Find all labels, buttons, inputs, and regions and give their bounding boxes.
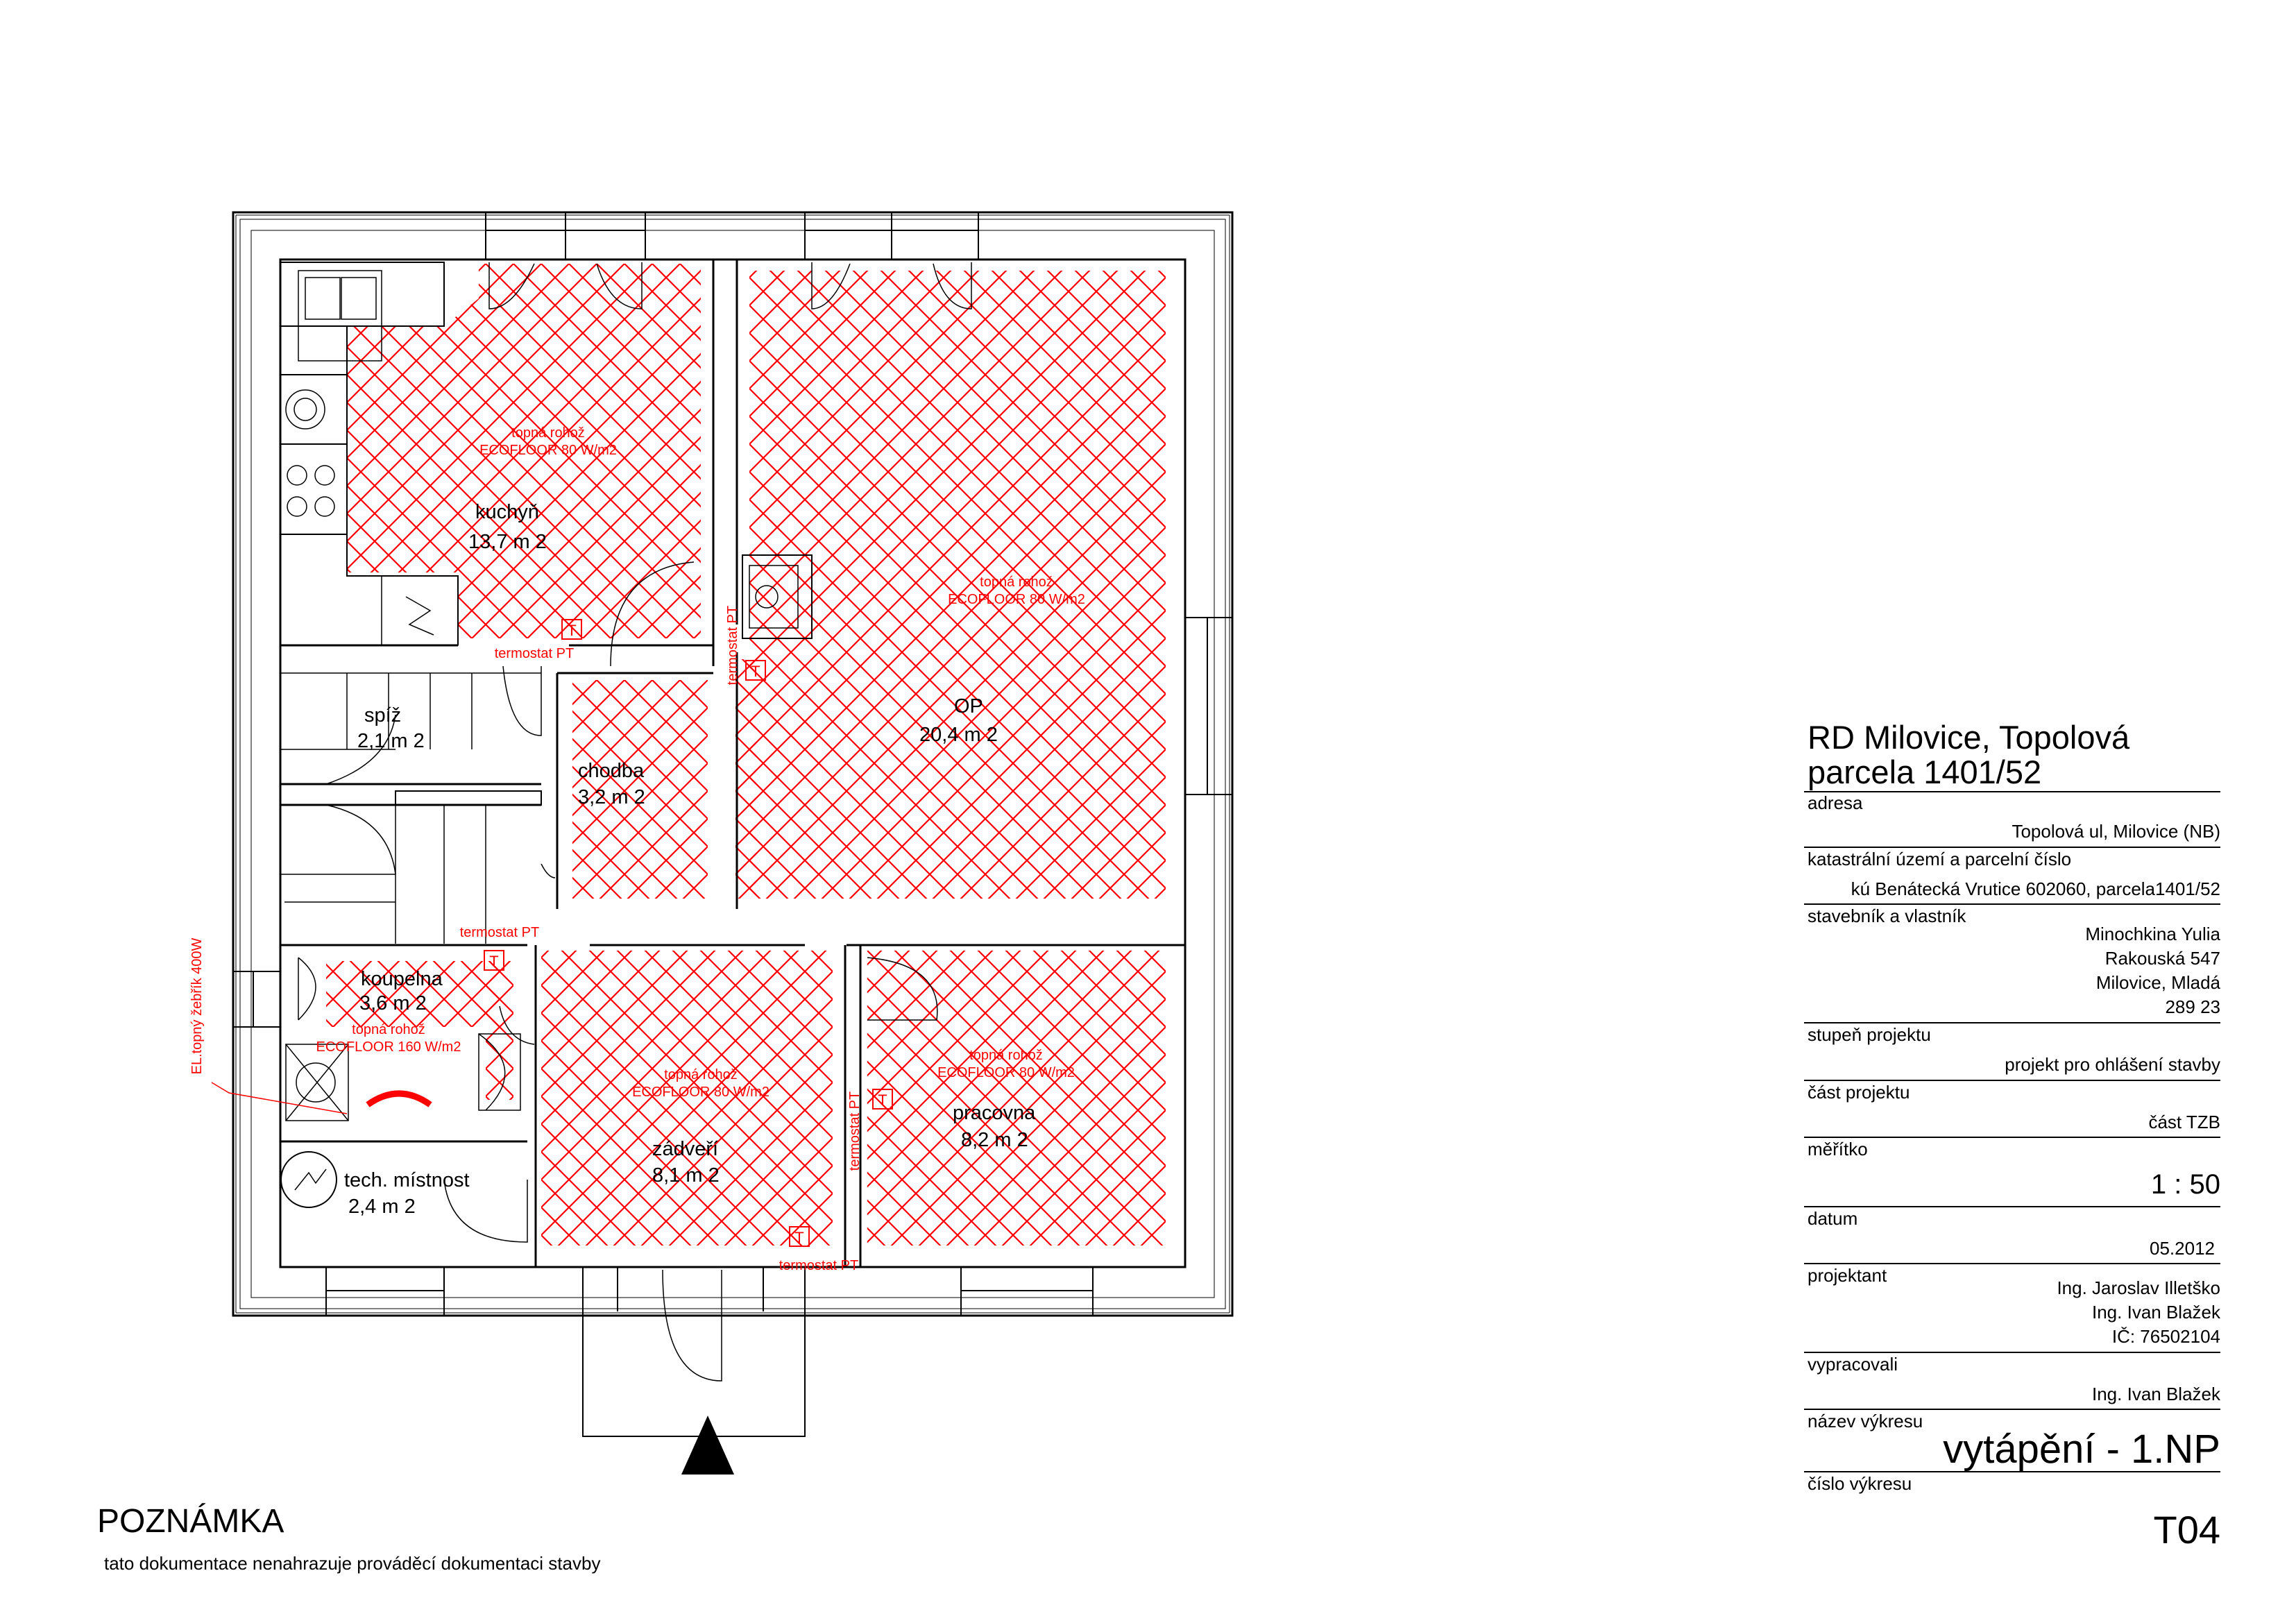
heating-mats bbox=[326, 264, 1166, 1246]
owner-label: stavebník a vlastník bbox=[1808, 906, 1966, 926]
designer-line1: Ing. Jaroslav Illetško bbox=[2057, 1277, 2220, 1298]
scale-value: 1 : 50 bbox=[2150, 1169, 2220, 1200]
room-name-zadveri: zádveří bbox=[652, 1138, 718, 1160]
title-block: RD Milovice, Topolová parcela 1401/52 ad… bbox=[1804, 708, 2220, 1575]
heating-mat-op-nook bbox=[735, 659, 756, 899]
designer-line2: Ing. Ivan Blažek bbox=[2092, 1302, 2220, 1323]
project-title: RD Milovice, Topolová bbox=[1808, 719, 2130, 756]
designer-line3: IČ: 76502104 bbox=[2111, 1326, 2220, 1347]
note-text: tato dokumentace nenahrazuje prováděcí d… bbox=[104, 1553, 601, 1574]
thermostat-symbol: T bbox=[489, 953, 498, 970]
thermostat-symbol: T bbox=[751, 663, 760, 680]
mat-spec-op: ECOFLOOR 80 W/m2 bbox=[948, 592, 1085, 607]
walls bbox=[232, 211, 1234, 1475]
room-name-kuchyn: kuchyň bbox=[475, 501, 539, 523]
room-name-koupelna: koupelna bbox=[361, 968, 443, 990]
prepared-label: vypracovali bbox=[1808, 1354, 1898, 1375]
kataster-label: katastrální území a parcelní číslo bbox=[1808, 849, 2072, 869]
room-area-spiz: 2,1 m 2 bbox=[357, 730, 425, 752]
prepared-value: Ing. Ivan Blažek bbox=[2092, 1384, 2220, 1404]
drawing-number-label: číslo výkresu bbox=[1808, 1473, 1912, 1494]
mat-spec-kuchyn: ECOFLOOR 80 W/m2 bbox=[479, 443, 617, 458]
heating-mat-kuchyn bbox=[347, 264, 701, 638]
heating-mat-koupelna-side bbox=[486, 961, 513, 1100]
date-label: datum bbox=[1808, 1208, 1858, 1229]
thermostat-label: termostat PT bbox=[460, 925, 539, 940]
room-name-spiz: spíž bbox=[364, 704, 401, 726]
mat-label-op: topná rohož bbox=[980, 575, 1053, 590]
heating-mat-zadveri bbox=[541, 951, 833, 1246]
stage-label: stupeň projektu bbox=[1808, 1024, 1931, 1045]
room-area-zadveri: 8,1 m 2 bbox=[652, 1164, 720, 1187]
thermostat-icon bbox=[872, 1089, 893, 1110]
project-parcel: parcela 1401/52 bbox=[1808, 754, 2042, 790]
thermostat-icon bbox=[745, 660, 766, 681]
room-name-chodba: chodba bbox=[578, 760, 645, 782]
thermostat-icon bbox=[561, 619, 582, 640]
mat-label-kuchyn: topná rohož bbox=[511, 425, 585, 441]
room-area-koupelna: 3,6 m 2 bbox=[359, 992, 427, 1014]
date-value: 05.2012 bbox=[2150, 1238, 2215, 1259]
room-name-op: OP bbox=[954, 695, 983, 717]
mat-spec-koupelna: ECOFLOOR 160 W/m2 bbox=[316, 1039, 461, 1055]
mat-label-zadveri: topná rohož bbox=[664, 1067, 738, 1082]
part-value: část TZB bbox=[2148, 1112, 2220, 1132]
room-area-tech: 2,4 m 2 bbox=[348, 1196, 416, 1218]
owner-line2: Rakouská 547 bbox=[2104, 948, 2220, 969]
adresa-label: adresa bbox=[1808, 792, 1863, 813]
stage-value: projekt pro ohlášení stavby bbox=[2005, 1054, 2220, 1075]
ladder-heater-label: EL.topný žebřík 400W bbox=[189, 938, 205, 1075]
room-name-tech: tech. místnost bbox=[344, 1169, 470, 1191]
room-area-op: 20,4 m 2 bbox=[919, 724, 998, 746]
part-label: část projektu bbox=[1808, 1082, 1910, 1103]
mat-spec-zadveri: ECOFLOOR 80 W/m2 bbox=[632, 1085, 769, 1100]
owner-line3: Milovice, Mladá bbox=[2095, 972, 2220, 993]
drawing-name-value: vytápění - 1.NP bbox=[1943, 1427, 2220, 1472]
kataster-value: kú Benátecká Vrutice 602060, parcela1401… bbox=[1851, 878, 2220, 899]
thermostat-label: termostat PT bbox=[779, 1258, 858, 1273]
heating-mat-op bbox=[749, 271, 1166, 899]
thermostat-label: termostat PT bbox=[495, 646, 574, 661]
thermostat-label-vertical: termostat PT bbox=[725, 606, 740, 685]
mat-spec-pracovna: ECOFLOOR 80 W/m2 bbox=[937, 1065, 1075, 1080]
room-name-pracovna: pracovna bbox=[953, 1102, 1036, 1124]
heating-mat-pracovna bbox=[867, 951, 1166, 1246]
drawing-name-label: název výkresu bbox=[1808, 1411, 1923, 1431]
thermostat-icon bbox=[484, 950, 504, 971]
note-title: POZNÁMKA bbox=[97, 1503, 284, 1540]
ladder-heater bbox=[211, 1082, 432, 1114]
mat-label-koupelna: topná rohož bbox=[352, 1022, 425, 1037]
room-area-pracovna: 8,2 m 2 bbox=[961, 1129, 1028, 1151]
drawing-number-value: T04 bbox=[2153, 1508, 2221, 1552]
thermostat-symbol: T bbox=[794, 1229, 803, 1246]
room-area-chodba: 3,2 m 2 bbox=[578, 786, 645, 808]
adresa-value: Topolová ul, Milovice (NB) bbox=[2012, 821, 2220, 842]
thermostat-symbol: T bbox=[878, 1091, 887, 1109]
thermostat-label-vertical: termostat PT bbox=[847, 1091, 862, 1171]
thermostat-icon bbox=[789, 1226, 810, 1247]
scale-label: měřítko bbox=[1808, 1139, 1868, 1159]
heating-mat-koupelna bbox=[326, 961, 500, 1027]
designer-label: projektant bbox=[1808, 1265, 1887, 1286]
owner-line1: Minochkina Yulia bbox=[2085, 924, 2220, 944]
thermostat-symbol: T bbox=[567, 622, 576, 639]
heating-mat-chodba bbox=[572, 680, 708, 899]
thermostat-symbols bbox=[484, 619, 893, 1247]
mat-label-pracovna: topná rohož bbox=[969, 1048, 1043, 1063]
owner-line4: 289 23 bbox=[2165, 996, 2220, 1017]
room-area-kuchyn: 13,7 m 2 bbox=[468, 531, 547, 553]
